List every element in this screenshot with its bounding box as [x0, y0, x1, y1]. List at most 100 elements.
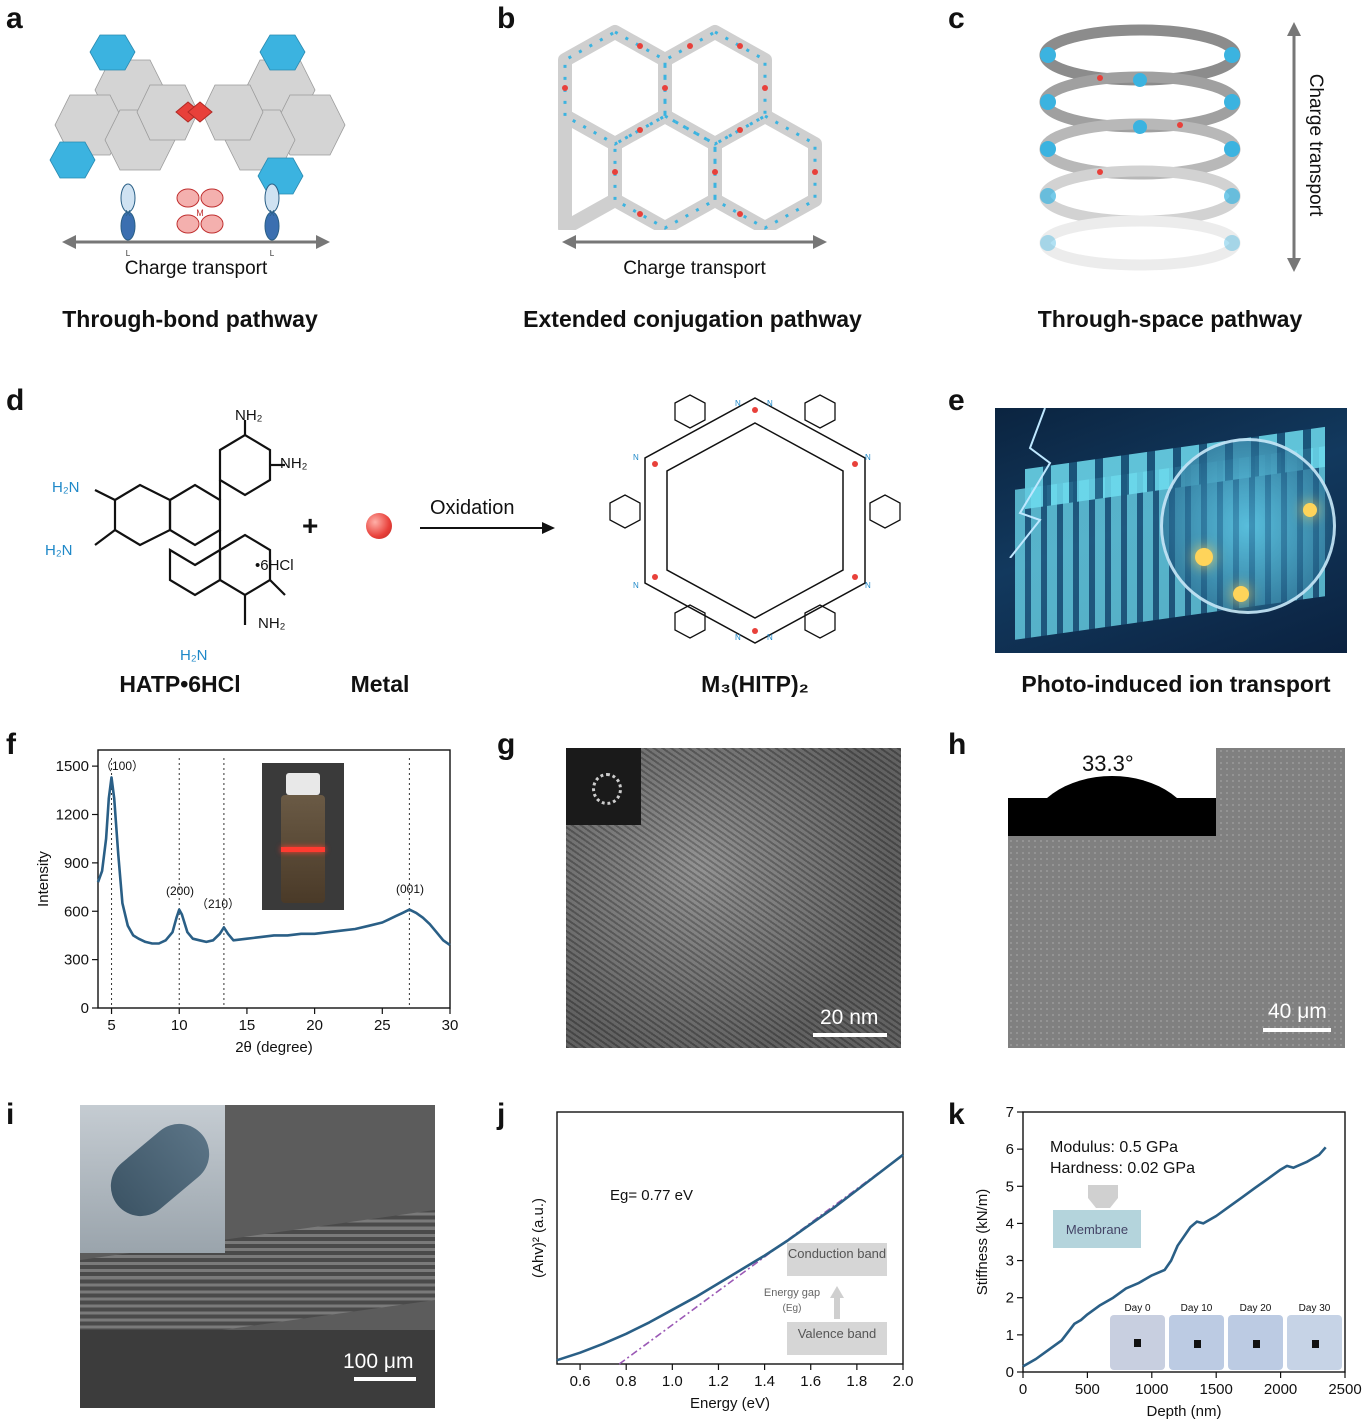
h2n-left-bottom: H₂N — [45, 542, 73, 559]
energy-gap-label: Energy gap — [764, 1287, 820, 1299]
y-tick-label: 4 — [1006, 1215, 1014, 1232]
x-tick-label: 1.8 — [846, 1373, 867, 1390]
x-tick-label: 0.8 — [616, 1373, 637, 1390]
x-axis-label: 2θ (degree) — [235, 1039, 313, 1056]
orbital-ligand-left: X — [125, 209, 131, 218]
svg-text:N: N — [633, 453, 639, 462]
through-space-title: Through-space pathway — [1037, 306, 1303, 332]
orbital-l-left: L — [126, 249, 131, 258]
peak-label: (001) — [396, 882, 424, 896]
y-axis-label: Intensity — [35, 851, 52, 907]
x-tick-label: 1500 — [1200, 1381, 1233, 1398]
y-tick-label: 900 — [64, 855, 89, 872]
transport-arrow-b — [562, 235, 827, 249]
x-tick-label: 1.0 — [662, 1373, 683, 1390]
day-0-label: Day 0 — [1124, 1303, 1151, 1314]
y-tick-label: 1200 — [56, 807, 89, 824]
orbital-ligand-right: X — [269, 209, 275, 218]
y-tick-label: 0 — [81, 1000, 89, 1017]
linear-fit-line — [618, 1154, 904, 1365]
hatp-label: HATP•6HCl — [119, 671, 241, 697]
charge-transport-label-b: Charge transport — [623, 258, 766, 279]
hcl-label: •6HCl — [255, 557, 294, 574]
x-tick-label: 2.0 — [893, 1373, 914, 1390]
energy-gap-symbol: (Eg) — [783, 1303, 802, 1314]
hardness-value: Hardness: 0.02 GPa — [1050, 1160, 1195, 1177]
sem-scale-label: 40 μm — [1268, 1000, 1327, 1023]
svg-text:N: N — [865, 453, 871, 462]
sem-surface-image: 33.3° 40 μm — [1008, 748, 1345, 1048]
fft-inset — [566, 748, 641, 825]
through-space-illustration — [1039, 24, 1241, 271]
xrd-curve — [96, 776, 451, 947]
oxidation-arrow — [420, 522, 555, 534]
x-tick-label: 10 — [171, 1017, 188, 1034]
x-tick-label: 0.6 — [570, 1373, 591, 1390]
plot-frame — [556, 1111, 904, 1365]
panel-label-f: f — [6, 728, 16, 761]
y-tick-label: 6 — [1006, 1141, 1014, 1158]
h2n-left-top: H₂N — [52, 479, 80, 496]
charge-transport-label-c: Charge transport — [1305, 73, 1326, 217]
through-bond-title: Through-bond pathway — [62, 306, 318, 332]
y-axis-label: (Ahv)² (a.u.) — [530, 1198, 547, 1278]
y-tick-label: 300 — [64, 952, 89, 969]
contact-angle-value: 33.3° — [1082, 751, 1134, 776]
extended-conjugation-illustration — [558, 25, 822, 230]
day-10-label: Day 10 — [1180, 1303, 1213, 1314]
m3hitp2-label: M₃(HITP)₂ — [701, 671, 809, 697]
tem-scale-bar — [813, 1033, 887, 1037]
nh2-bottom-right: NH₂ — [258, 615, 286, 632]
tauc-curve — [556, 1153, 904, 1362]
transport-arrow-a — [62, 235, 330, 249]
tem-scale-label: 20 nm — [820, 1006, 879, 1029]
svg-text:N: N — [735, 399, 741, 408]
tem-image: 20 nm — [566, 748, 901, 1048]
svg-text:N: N — [633, 581, 639, 590]
nh2-right: NH₂ — [280, 455, 308, 472]
panel-label-g: g — [497, 728, 516, 761]
y-tick-label: 1500 — [56, 758, 89, 775]
h2n-bottom: H₂N — [180, 647, 208, 664]
valence-band-label: Valence band — [798, 1326, 877, 1341]
peak-label: （210） — [196, 897, 240, 911]
y-tick-label: 600 — [64, 903, 89, 920]
metal-label: Metal — [350, 671, 410, 697]
membrane-label: Membrane — [1066, 1222, 1128, 1237]
cross-section-sem-image: 100 μm — [80, 1105, 435, 1408]
cross-section-scale-label: 100 μm — [343, 1350, 414, 1373]
extended-conjugation-title: Extended conjugation pathway — [523, 306, 862, 332]
x-axis-label: Energy (eV) — [690, 1395, 770, 1412]
charge-transport-label-a: Charge transport — [124, 258, 268, 279]
plus-sign: + — [302, 510, 319, 541]
membrane-roll-inset — [80, 1105, 225, 1253]
vial-inset-photo — [262, 763, 344, 910]
conduction-band-label: Conduction band — [788, 1246, 886, 1261]
svg-text:N: N — [767, 633, 773, 642]
x-tick-label: 15 — [239, 1017, 256, 1034]
x-tick-label: 30 — [442, 1017, 459, 1034]
x-tick-label: 1.4 — [754, 1373, 775, 1390]
x-tick-label: 0 — [1019, 1381, 1027, 1398]
metal-sphere — [366, 513, 392, 539]
svg-text:N: N — [865, 581, 871, 590]
y-tick-label: 7 — [1006, 1104, 1014, 1121]
plot-frame — [1022, 1111, 1346, 1373]
x-tick-label: 2000 — [1264, 1381, 1297, 1398]
day-30-label: Day 30 — [1298, 1303, 1331, 1314]
svg-text:N: N — [767, 399, 773, 408]
panel-label-i: i — [6, 1098, 15, 1131]
sem-scale-bar — [1263, 1028, 1331, 1032]
panel-label-d: d — [6, 384, 25, 417]
stiffness-curve — [1022, 1146, 1327, 1368]
nh2-top: NH₂ — [235, 410, 263, 424]
x-tick-label: 1000 — [1135, 1381, 1168, 1398]
orbital-l-right: L — [270, 249, 275, 258]
contact-angle-inset: 33.3° — [1008, 748, 1216, 836]
oxidation-label: Oxidation — [430, 497, 515, 519]
y-axis-label: Stiffness (kN/m) — [974, 1189, 991, 1295]
